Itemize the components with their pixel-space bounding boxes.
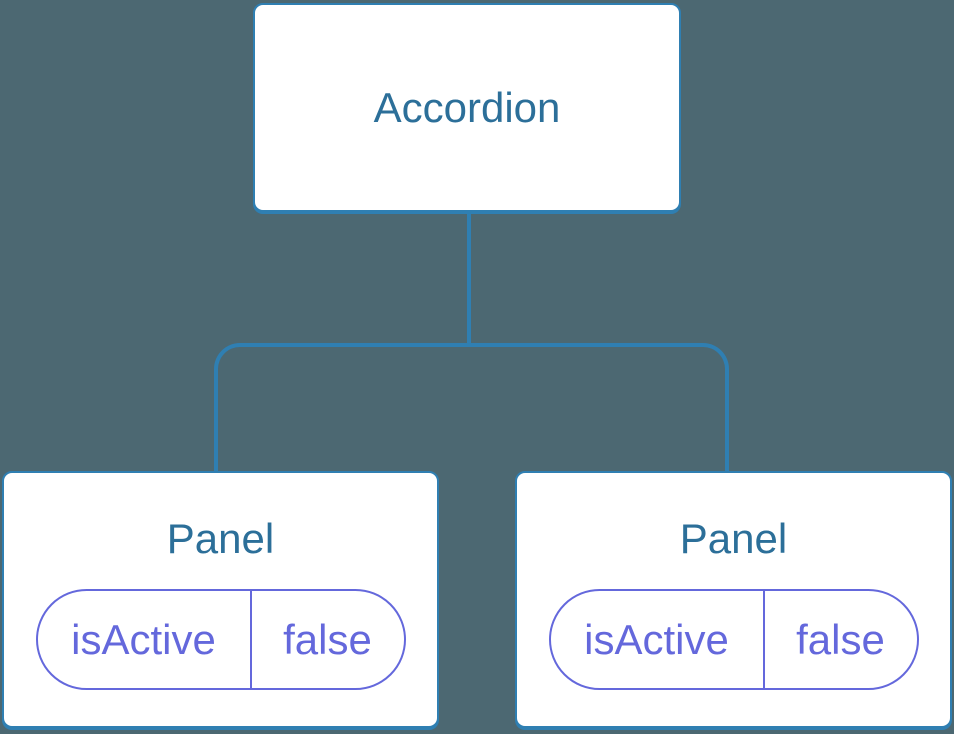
tree-node-accordion: Accordion [253,3,681,212]
connector-branch [214,343,729,472]
panel-node-label: Panel [166,515,275,562]
state-key: isActive [584,615,729,663]
state-value: false [762,591,917,688]
state-pill: isActive false [35,589,406,690]
state-pill: isActive false [548,589,919,690]
panel-node-label: Panel [679,515,788,562]
connector-stem [467,211,471,347]
state-value: false [249,591,404,688]
tree-node-panel-right: Panel isActive false [515,471,952,728]
accordion-node-label: Accordion [373,83,561,131]
state-key: isActive [71,615,216,663]
tree-node-panel-left: Panel isActive false [2,471,439,728]
